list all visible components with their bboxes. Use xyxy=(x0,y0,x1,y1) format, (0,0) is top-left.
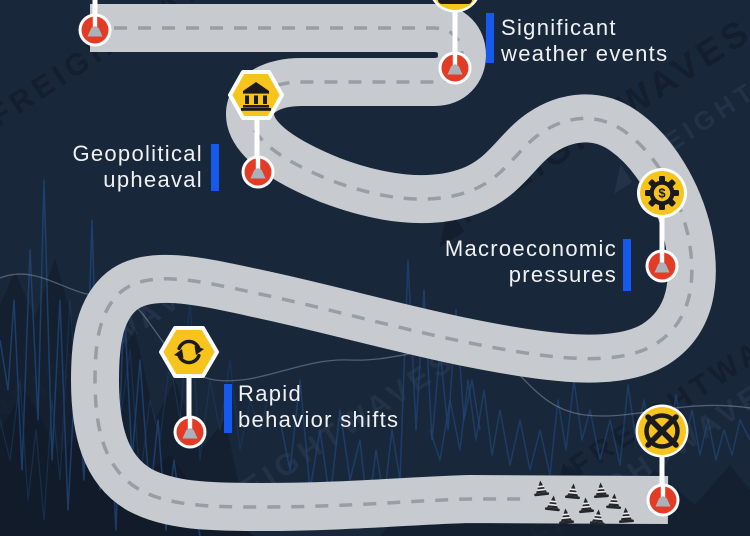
behavior-label-line1: Rapid xyxy=(238,381,302,406)
macroeconomic-label-line2: pressures xyxy=(508,262,617,287)
dollar-gear-icon: $ xyxy=(637,168,687,218)
geopolitical-label: Geopolitical upheaval xyxy=(72,141,203,193)
macroeconomic-pin xyxy=(645,249,679,283)
weather-label-line2: weather events xyxy=(501,41,669,66)
storm-sign-icon xyxy=(432,0,478,13)
railroad-crossing-icon xyxy=(635,404,689,458)
geopolitical-label-line2: upheaval xyxy=(103,167,203,192)
behavior-label-line2: behavior shifts xyxy=(238,407,400,432)
weather-pin xyxy=(438,51,472,85)
weather-accent-bar xyxy=(486,13,494,63)
route-start-pin xyxy=(78,13,112,47)
weather-label-line1: Significant xyxy=(501,15,617,40)
geopolitical-pin xyxy=(241,155,275,189)
bank-icon xyxy=(228,70,284,120)
cycle-arrows-icon xyxy=(159,326,219,378)
weather-label: Significant weather events xyxy=(501,15,668,67)
geopolitical-label-line1: Geopolitical xyxy=(72,141,203,166)
behavior-pin xyxy=(173,415,207,449)
geopolitical-accent-bar xyxy=(211,144,219,191)
behavior-label: Rapid behavior shifts xyxy=(238,381,399,433)
macroeconomic-label: Macroeconomic pressures xyxy=(445,236,617,288)
svg-text:$: $ xyxy=(658,186,666,201)
route-end-pin xyxy=(646,483,680,517)
macroeconomic-label-line1: Macroeconomic xyxy=(444,236,617,261)
macroeconomic-accent-bar xyxy=(623,239,631,291)
behavior-accent-bar xyxy=(224,384,232,433)
